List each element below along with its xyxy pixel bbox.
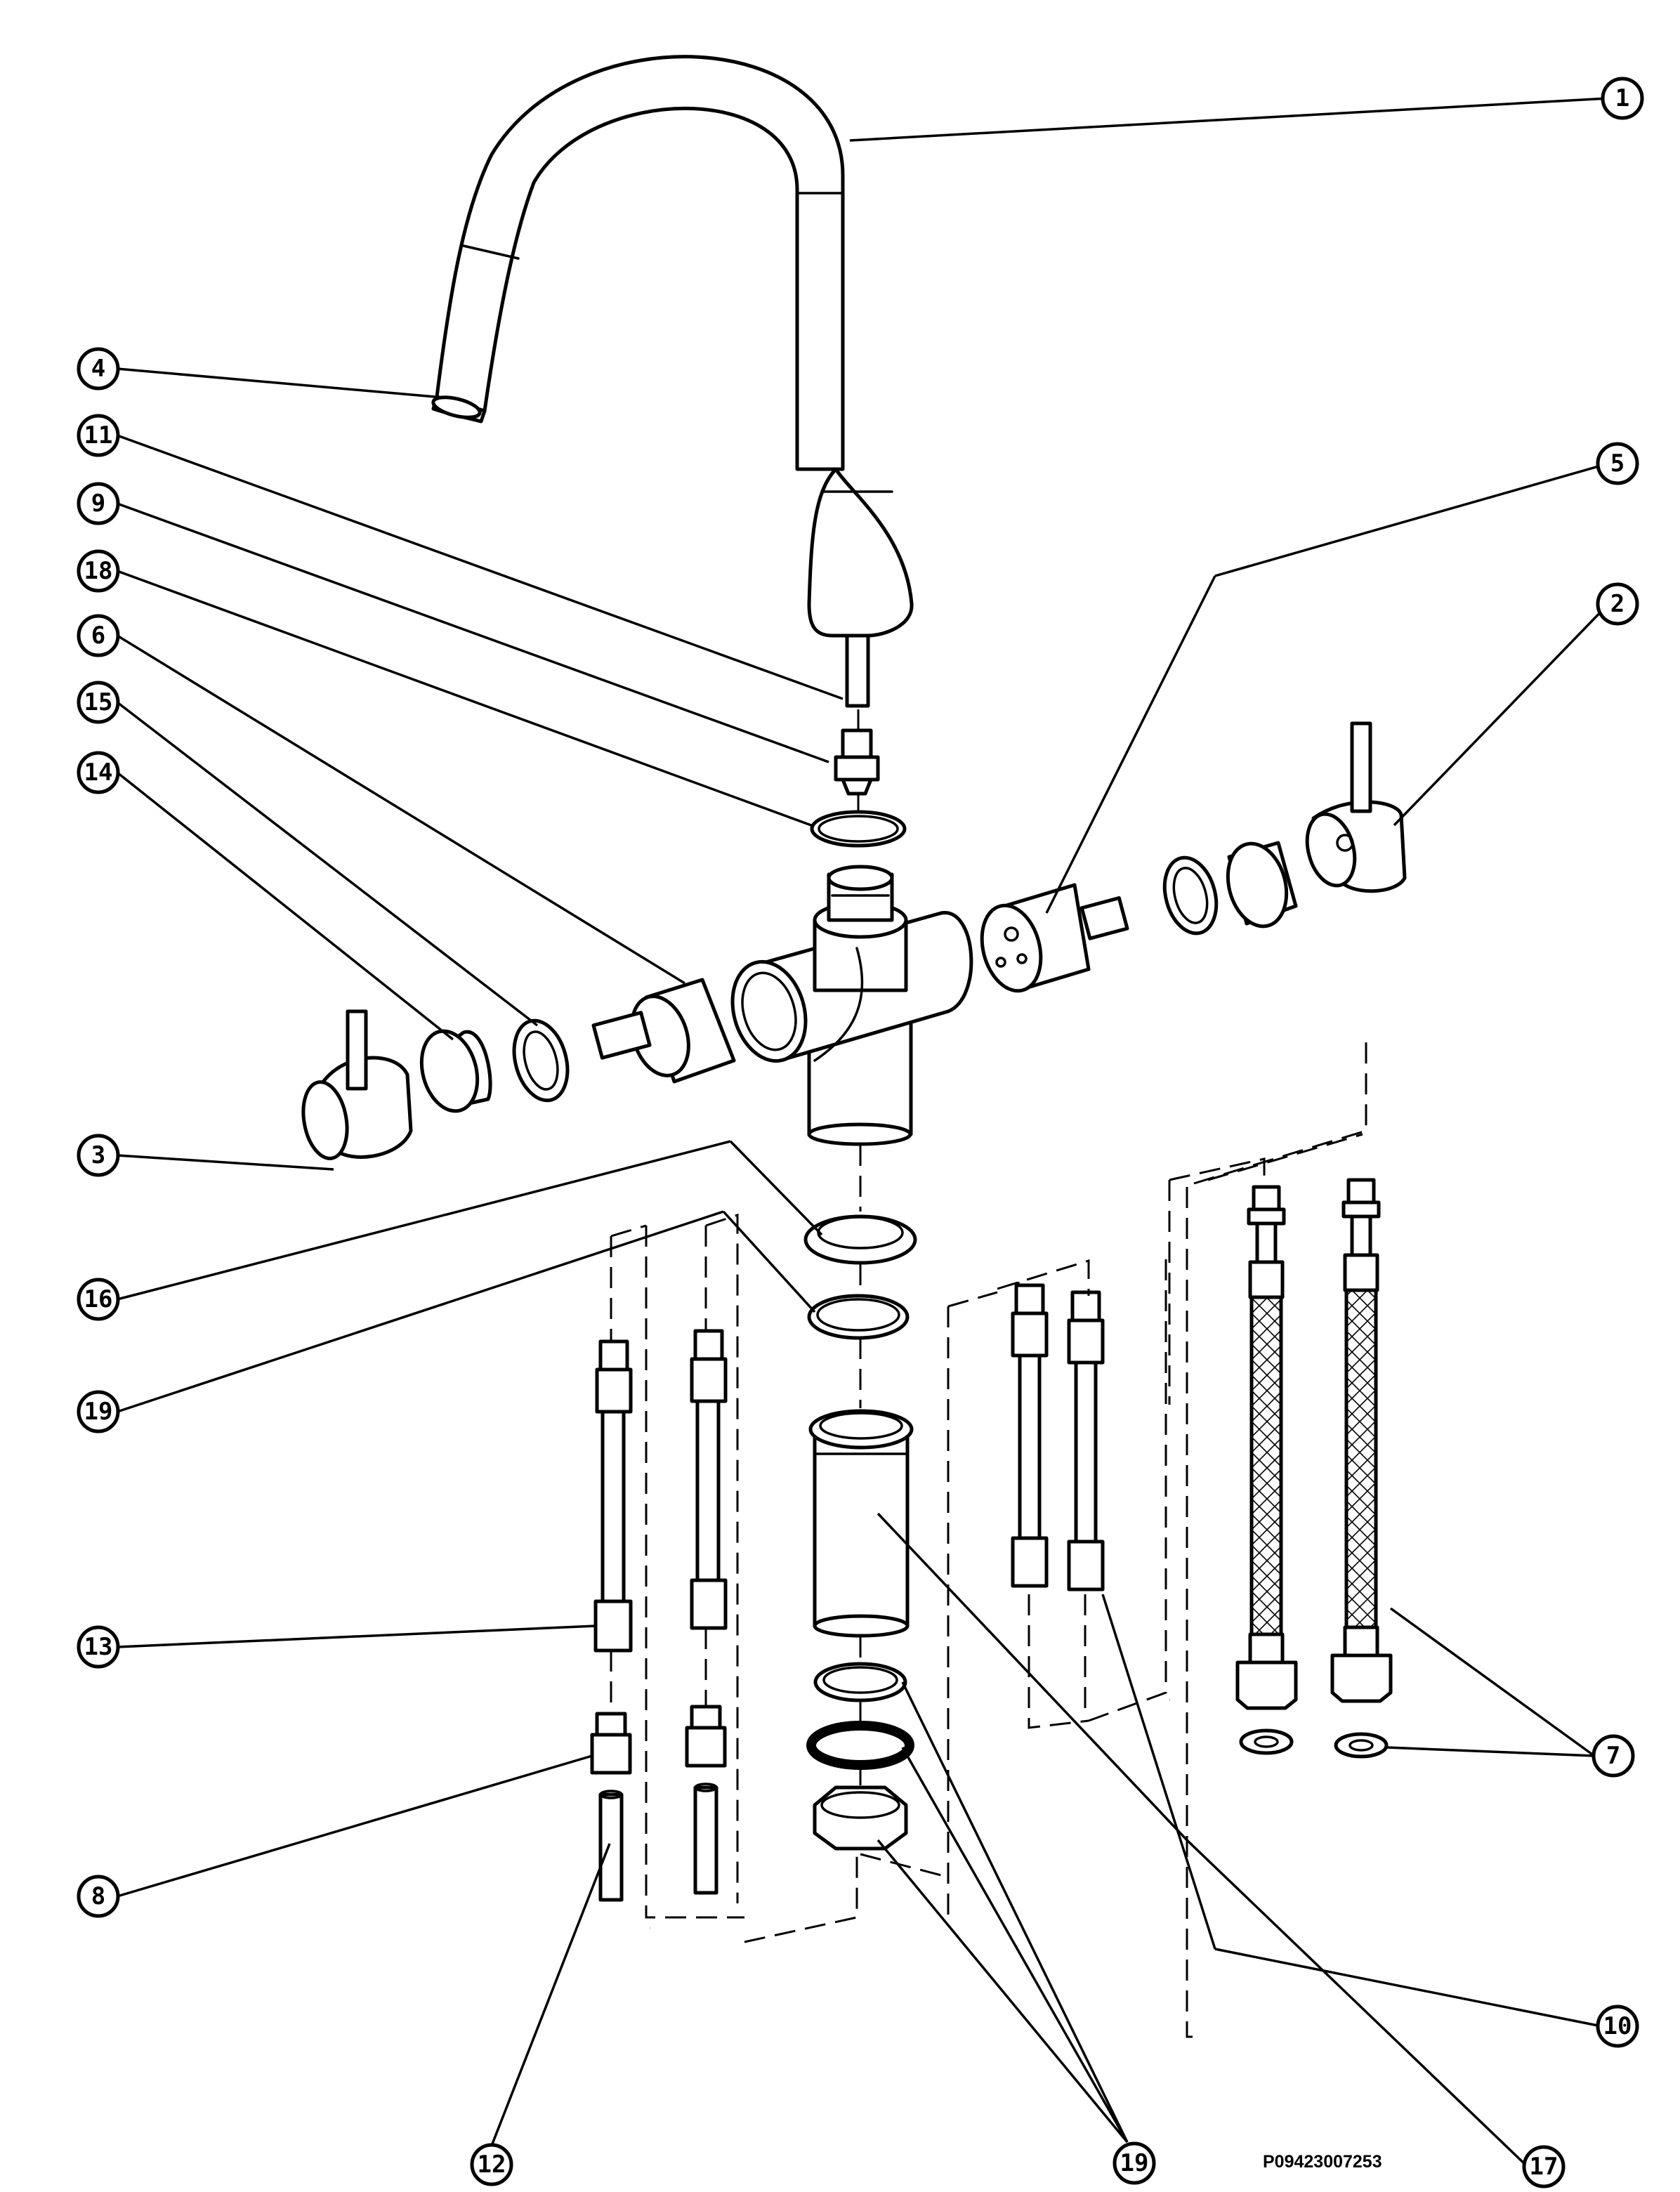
callout-15: 15	[77, 681, 120, 724]
svg-text:12: 12	[478, 2151, 506, 2179]
braided-hose	[1235, 1178, 1393, 1759]
callout-12: 12	[470, 2143, 513, 2186]
callout-19-left: 19	[77, 1390, 120, 1433]
svg-text:16: 16	[84, 1285, 113, 1313]
callout-13: 13	[77, 1625, 120, 1669]
callout-1: 1	[1601, 77, 1644, 120]
svg-text:7: 7	[1606, 1742, 1620, 1770]
callout-11: 11	[77, 414, 120, 457]
adapter-left	[590, 1705, 727, 1775]
svg-text:17: 17	[1530, 2153, 1558, 2181]
check-valve	[834, 728, 880, 796]
svg-text:2: 2	[1610, 590, 1625, 618]
assembly-dashed-lines	[610, 709, 1367, 2038]
sleeve	[808, 1409, 914, 1638]
callout-3: 3	[77, 1134, 120, 1177]
callout-19-bottom: 19	[1113, 2141, 1156, 2185]
callout-7: 7	[1592, 1734, 1635, 1778]
svg-text:19: 19	[1120, 2149, 1149, 2177]
supply-tube-left-a	[593, 1339, 633, 1653]
callout-16: 16	[77, 1278, 120, 1321]
svg-text:4: 4	[91, 355, 105, 383]
bonnet-right	[1162, 855, 1219, 936]
svg-text:8: 8	[91, 1882, 105, 1910]
svg-text:14: 14	[84, 759, 113, 787]
callout-5: 5	[1596, 442, 1639, 485]
svg-text:3: 3	[91, 1141, 105, 1169]
svg-text:15: 15	[84, 688, 113, 716]
handle-left	[301, 1009, 413, 1160]
callout-18: 18	[77, 549, 120, 593]
cover-ring-right	[1226, 841, 1298, 928]
callout-10: 10	[1596, 2004, 1639, 2048]
svg-text:18: 18	[84, 557, 113, 585]
svg-text:13: 13	[84, 1633, 113, 1661]
svg-text:9: 9	[91, 490, 105, 518]
svg-text:1: 1	[1615, 84, 1629, 112]
callout-2: 2	[1596, 582, 1639, 626]
hex-nut	[813, 1785, 908, 1851]
pipe-left	[598, 1783, 718, 1902]
handle-right	[1305, 721, 1407, 893]
svg-text:6: 6	[91, 622, 105, 650]
washer-lower	[813, 1662, 907, 1702]
leader-lines	[116, 97, 1610, 2168]
callout-8: 8	[77, 1875, 120, 1918]
o-ring-top	[810, 810, 907, 848]
supply-tube-right	[1011, 1283, 1105, 1592]
gasket-black	[806, 1721, 914, 1770]
svg-text:11: 11	[84, 421, 113, 449]
callout-6: 6	[77, 614, 120, 657]
cover-ring-left	[419, 1029, 492, 1113]
svg-text:10: 10	[1603, 2012, 1632, 2040]
svg-text:5: 5	[1610, 449, 1625, 478]
spout	[431, 55, 914, 708]
mixer-body	[730, 865, 973, 1146]
callout-4: 4	[77, 347, 120, 391]
document-code: P09423007253	[1263, 2152, 1382, 2172]
supply-tube-left-b	[690, 1329, 728, 1630]
cartridge-left	[591, 978, 736, 1084]
ring-19-upper	[807, 1294, 910, 1340]
callout-9: 9	[77, 482, 120, 525]
bonnet-left	[512, 1018, 570, 1103]
callout-17: 17	[1522, 2145, 1566, 2188]
ring-16	[803, 1214, 917, 1265]
svg-text:19: 19	[84, 1398, 113, 1426]
callout-14: 14	[77, 751, 120, 794]
cartridge-right	[980, 883, 1129, 993]
